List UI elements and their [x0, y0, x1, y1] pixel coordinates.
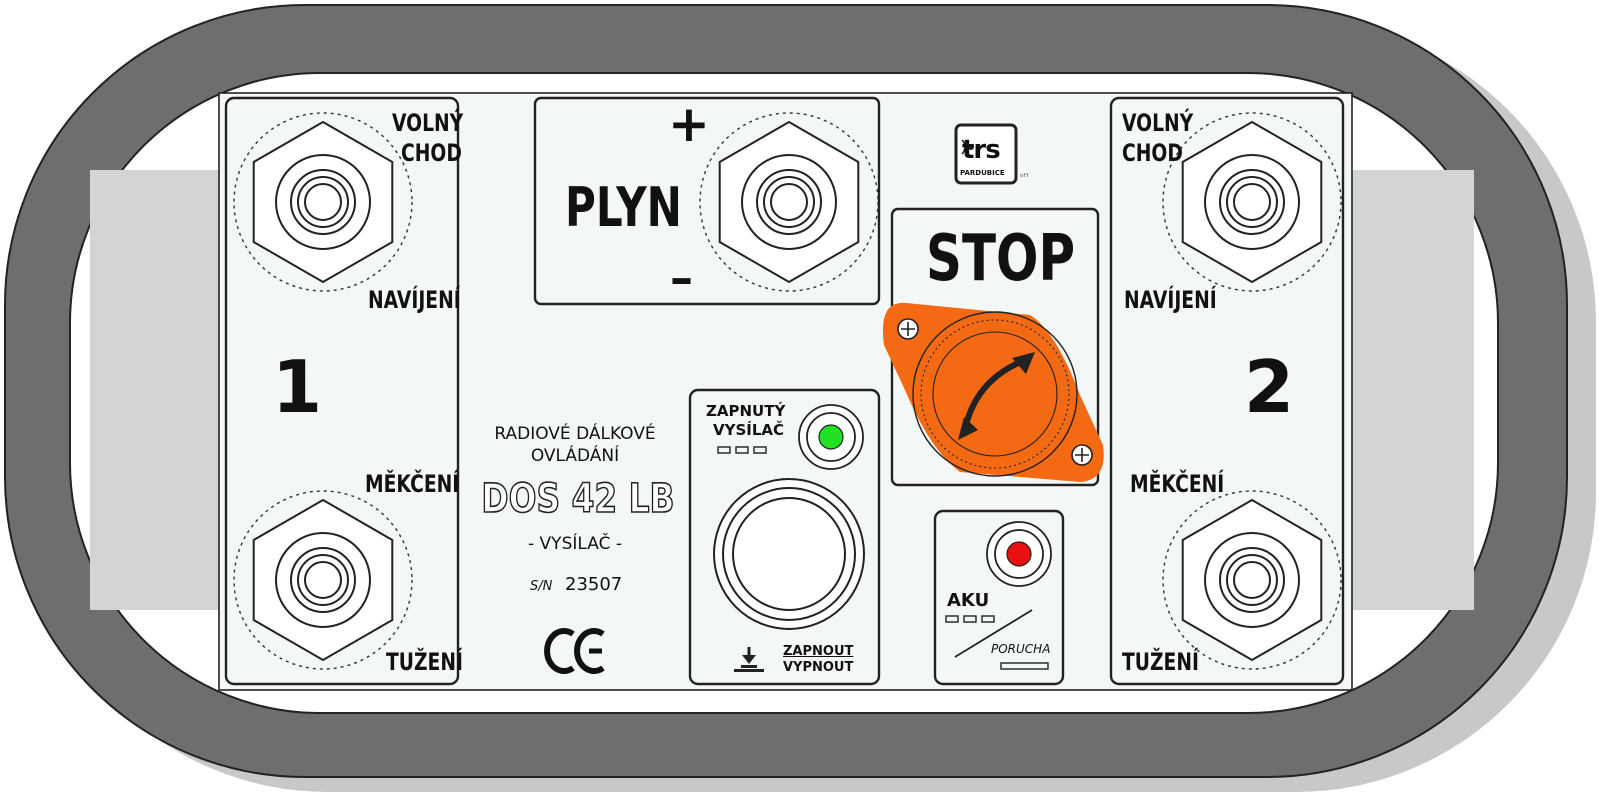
- device-line2: OVLÁDÁNÍ: [530, 446, 620, 466]
- left-tuzeni-label: TUŽENÍ: [386, 648, 463, 676]
- device-subtitle: - VYSÍLAČ -: [528, 534, 622, 554]
- right-joystick-number: 2: [1244, 345, 1295, 429]
- right-top-label-1: VOLNÝ: [1122, 109, 1194, 137]
- power-frame: [688, 388, 881, 686]
- model-name: DOS 42 LB: [481, 476, 675, 522]
- right-mekceni-label: MĚKČENÍ: [1130, 470, 1225, 498]
- left-mekceni-label: MĚKČENÍ: [365, 470, 460, 498]
- throttle-label: PLYN: [565, 176, 682, 239]
- battery-frame: [933, 509, 1065, 686]
- left-navijeni-label: NAVÍJENÍ: [368, 286, 461, 314]
- trs-logo: ᵒᶠᶠ: [954, 123, 1029, 185]
- battery-label: AKU: [947, 590, 990, 611]
- sn-label: S/N: [530, 579, 553, 594]
- left-top-label-2: CHOD: [401, 139, 462, 167]
- bezel-shadow-left: [90, 170, 222, 610]
- right-tuzeni-label: TUŽENÍ: [1122, 648, 1199, 676]
- power-status-line2: VYSÍLAČ: [713, 421, 785, 439]
- throttle-frame: [533, 96, 881, 306]
- stop-label: STOP: [926, 222, 1076, 296]
- sn-value: 23507: [565, 574, 623, 595]
- power-indicator-bars: [717, 446, 767, 454]
- throttle-plus: +: [668, 95, 710, 153]
- battery-led: [986, 521, 1052, 587]
- brand-city: PARDUBICE: [960, 169, 1005, 177]
- left-joystick-frame: [224, 96, 460, 686]
- right-navijeni-label: NAVÍJENÍ: [1124, 286, 1217, 314]
- fault-indicator-bar: [1000, 662, 1049, 670]
- power-button[interactable]: [713, 478, 865, 630]
- power-btn-line1: ZAPNOUT: [783, 644, 854, 659]
- stop-button[interactable]: [912, 311, 1078, 477]
- left-joystick-number: 1: [272, 345, 323, 429]
- power-led: [798, 404, 864, 470]
- ce-mark: CE: [544, 628, 605, 674]
- battery-divider: [954, 609, 1033, 658]
- right-joystick-frame: [1109, 96, 1345, 686]
- power-btn-line2: VYPNOUT: [783, 660, 854, 675]
- device-line1: RADIOVÉ DÁLKOVÉ: [494, 424, 656, 444]
- screw-icon: [1071, 444, 1093, 466]
- logo-dots: ᵒᶠᶠ: [1020, 173, 1029, 183]
- right-top-label-2: CHOD: [1122, 139, 1183, 167]
- throttle-minus: –: [670, 251, 693, 305]
- screw-icon: [897, 318, 919, 340]
- battery-indicator-bars: [945, 615, 995, 623]
- stop-plate: [882, 302, 1104, 482]
- left-top-label-1: VOLNÝ: [392, 109, 464, 137]
- brand-name: trs: [962, 135, 1001, 165]
- bezel-shadow-right: [1350, 170, 1474, 610]
- press-down-icon: [734, 647, 764, 672]
- battery-fault-label: PORUCHA: [991, 642, 1051, 656]
- power-status-line1: ZAPNUTÝ: [706, 402, 786, 420]
